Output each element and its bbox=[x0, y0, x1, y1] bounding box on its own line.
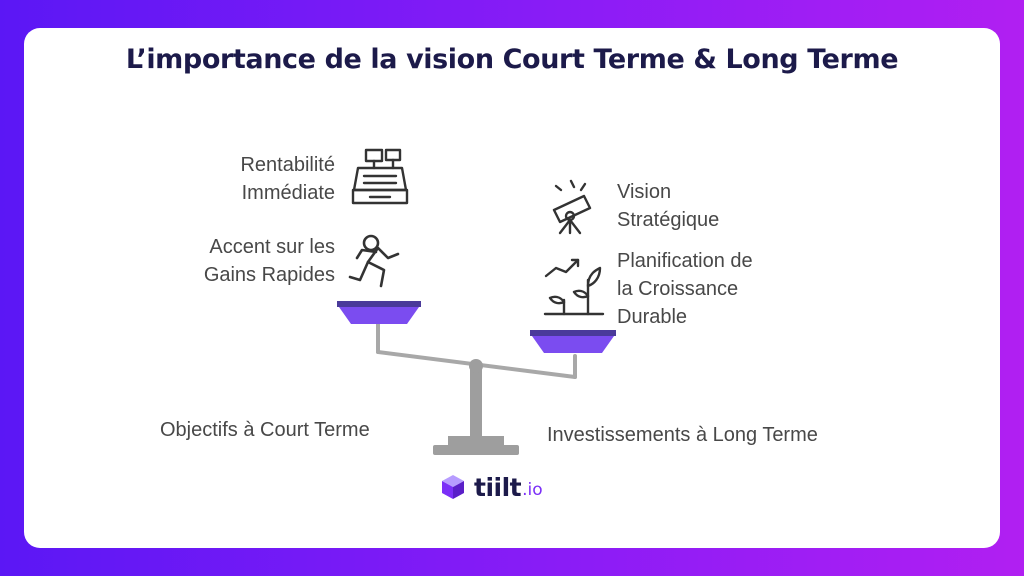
growing-plant-icon bbox=[543, 258, 605, 316]
brand-logo: tiilt .io bbox=[438, 470, 543, 502]
page-title: L’importance de la vision Court Terme & … bbox=[125, 44, 899, 75]
content-card bbox=[24, 28, 1000, 548]
running-person-icon bbox=[348, 234, 400, 288]
cash-register-icon bbox=[351, 148, 409, 205]
telescope-icon bbox=[552, 179, 592, 235]
label-objectifs-court-terme: Objectifs à Court Terme bbox=[160, 419, 370, 441]
cube-logo-icon bbox=[442, 475, 464, 499]
label-croissance-durable: Planification de la Croissance Durable bbox=[617, 250, 753, 328]
label-vision-strategique: Vision Stratégique bbox=[617, 181, 720, 231]
scale-stand bbox=[433, 359, 519, 455]
brand-name: tiilt bbox=[474, 473, 522, 502]
brand-tld: .io bbox=[522, 480, 543, 500]
label-investissements-long-terme: Investissements à Long Terme bbox=[547, 424, 818, 446]
label-gains-rapides: Accent sur les Gains Rapides bbox=[203, 236, 335, 286]
right-scale-pan bbox=[530, 330, 616, 353]
label-rentabilite: Rentabilité Immédiate bbox=[240, 154, 335, 204]
left-scale-pan bbox=[337, 301, 421, 324]
